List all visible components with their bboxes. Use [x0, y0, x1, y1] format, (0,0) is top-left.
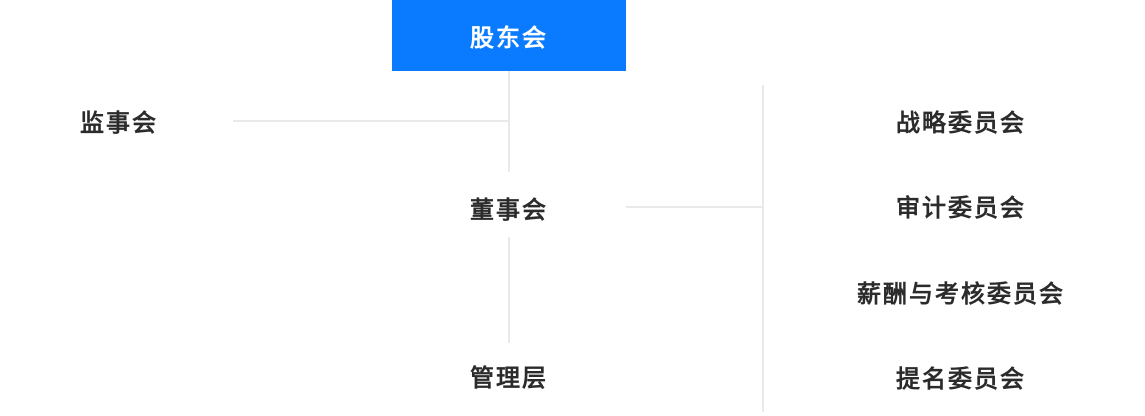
connector-supervisory-branch — [233, 120, 509, 122]
connector-root-to-board — [508, 71, 510, 172]
connector-committee-trunk — [762, 85, 764, 412]
connector-board-to-management — [508, 237, 510, 343]
node-strategy-committee: 战略委员会 — [896, 110, 1026, 137]
node-management: 管理层 — [470, 365, 548, 392]
node-remuneration-appraisal-committee: 薪酬与考核委员会 — [857, 281, 1065, 308]
node-board-of-directors: 董事会 — [470, 197, 548, 224]
node-shareholders-meeting: 股东会 — [392, 0, 626, 71]
connector-board-to-committees — [626, 206, 763, 208]
node-nomination-committee: 提名委员会 — [896, 366, 1026, 393]
node-supervisory-board: 监事会 — [80, 110, 158, 137]
node-audit-committee: 审计委员会 — [896, 195, 1026, 222]
